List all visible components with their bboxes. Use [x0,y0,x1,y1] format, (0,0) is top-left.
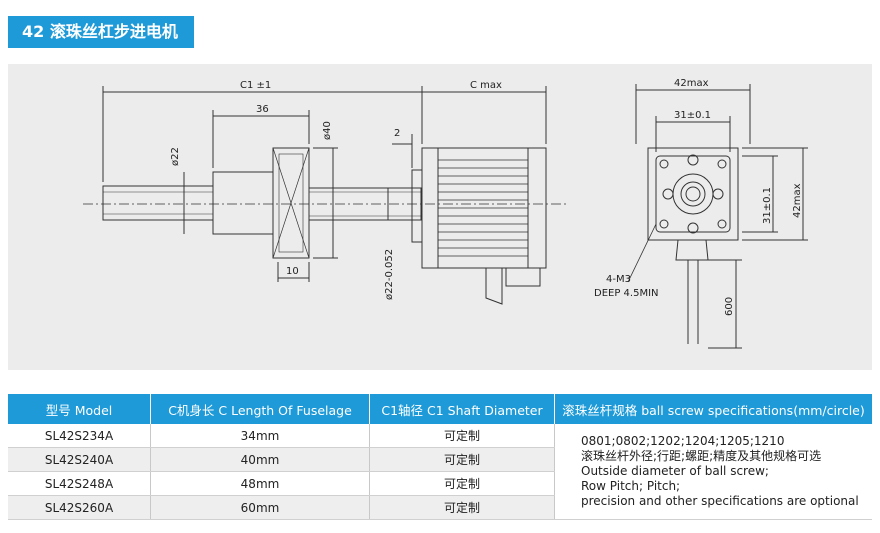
spec-table: 型号 Model C机身长 C Length Of Fuselage C1轴径 … [8,394,872,520]
notes-line: Outside diameter of ball screw; [581,464,769,478]
screw-label: 4-M3 [606,274,631,285]
table-row: SL42S240A 40mm 可定制 [8,447,872,472]
notes-line: 滚珠丝杆外径;行距;螺距;精度及其他规格可选 [581,449,822,463]
cell-model: SL42S248A [8,471,151,496]
cell-model: SL42S240A [8,447,151,472]
cell-length: 48mm [150,471,370,496]
dim-shaft-label: ø22-0.052 [384,249,395,300]
dim-c1-label: C1 ±1 [240,80,271,91]
notes-line: precision and other specifications are o… [581,494,859,508]
cell-length: 40mm [150,447,370,472]
cell-shaft: 可定制 [369,495,555,520]
cell-model: SL42S260A [8,495,151,520]
header-shaft: C1轴径 C1 Shaft Diameter [369,394,555,424]
dim-36-label: 36 [256,104,269,115]
ball-screw-notes: 0801;0802;1202;1204;1205;1210 滚珠丝杆外径;行距;… [554,424,872,520]
technical-drawing: C1 ±1 C max 36 ø40 ø22 2 10 ø22-0.052 42… [8,64,872,370]
depth-label: DEEP 4.5MIN [594,288,659,299]
header-length: C机身长 C Length Of Fuselage [150,394,370,424]
cell-shaft: 可定制 [369,447,555,472]
page-title: 42 滚珠丝杠步进电机 [8,16,194,48]
dim-31-side-label: 31±0.1 [762,187,773,224]
dim-40-label: ø40 [322,121,333,140]
table-row: SL42S260A 60mm 可定制 [8,495,872,520]
dim-22-label: ø22 [170,147,181,166]
motor-drawing-svg: C1 ±1 C max 36 ø40 ø22 2 10 ø22-0.052 42… [83,78,808,349]
cell-model: SL42S234A [8,424,151,448]
table-row: SL42S234A 34mm 可定制 0801;0802;1202;1204;1… [8,424,872,520]
dim-31-top-label: 31±0.1 [674,110,711,121]
cell-length: 60mm [150,495,370,520]
notes-line: 0801;0802;1202;1204;1205;1210 [581,434,785,448]
dim-2-label: 2 [394,128,400,139]
dim-10-label: 10 [286,266,299,277]
cell-length: 34mm [150,424,370,448]
table-header-row: 型号 Model C机身长 C Length Of Fuselage C1轴径 … [8,394,872,424]
cell-shaft: 可定制 [369,471,555,496]
dim-42-top-label: 42max [674,78,709,89]
header-model: 型号 Model [8,394,151,424]
notes-line: Row Pitch; Pitch; [581,479,681,493]
dim-42-side-label: 42max [792,183,803,218]
table-row: SL42S248A 48mm 可定制 [8,471,872,496]
header-ball-screw: 滚珠丝杆规格 ball screw specifications(mm/circ… [554,394,872,424]
cell-shaft: 可定制 [369,424,555,448]
dim-600-label: 600 [724,297,735,316]
dim-c-max-label: C max [470,80,502,91]
